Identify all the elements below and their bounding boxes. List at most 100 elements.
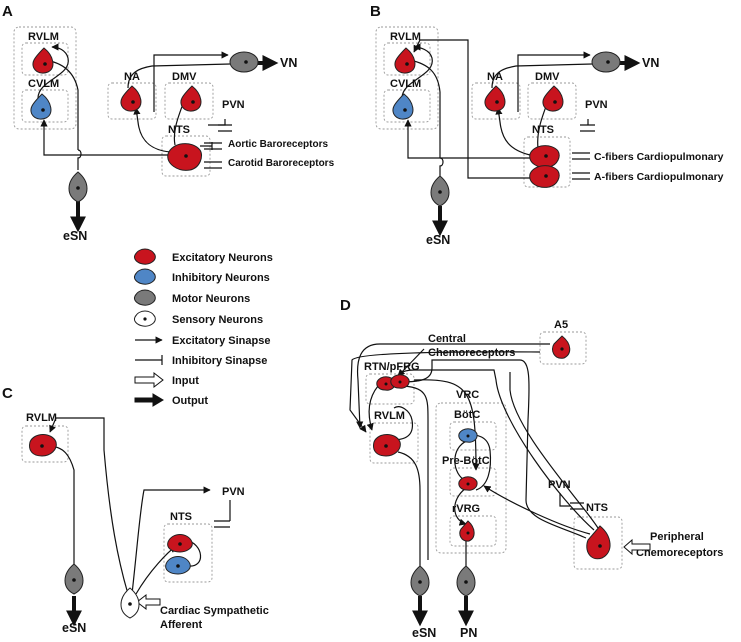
panel-d-rvlm-to-esn bbox=[397, 451, 421, 566]
legend-label-inhibitory-synapse: Inhibitory Sinapse bbox=[172, 355, 267, 367]
panel-a-cvlm-neuron bbox=[30, 93, 52, 120]
panel-d-rvlm-neuron bbox=[373, 434, 401, 457]
panel-d-prebotc-label: Pre-BötC bbox=[442, 455, 490, 467]
panel-d-prebotc-box bbox=[449, 467, 497, 497]
panel-d-rtn-to-rvlm bbox=[366, 385, 379, 431]
panel-a-esn-motor-neuron bbox=[68, 171, 88, 203]
panel-a-nts-neuron bbox=[167, 143, 203, 171]
panel-a-na-to-vn bbox=[127, 63, 231, 89]
panel-a-vlm-box bbox=[13, 26, 77, 130]
panel-d-pn-label: PN bbox=[460, 626, 477, 640]
panel-a-vn-motor-neuron bbox=[229, 51, 259, 73]
panel-d-pvn-input bbox=[559, 493, 570, 507]
panel-b-afibers-arrow bbox=[572, 172, 590, 180]
panel-d-label: D bbox=[340, 297, 351, 314]
panel-a-esn-label: eSN bbox=[63, 229, 87, 243]
legend-label-excitatory-synapse: Excitatory Sinapse bbox=[172, 335, 270, 347]
panel-d-nts-label: NTS bbox=[586, 502, 608, 514]
panel-a-aortic-arrow bbox=[204, 142, 222, 150]
panel-c-nts-box bbox=[163, 523, 213, 583]
input-arrow-icon bbox=[134, 371, 164, 389]
panel-b-rvlm-label: RVLM bbox=[390, 31, 421, 43]
panel-c-afferent-label-line1: Cardiac Sympathetic bbox=[160, 605, 269, 617]
legend-item-excitatory: Excitatory Neurons bbox=[134, 248, 273, 265]
legend: Excitatory Neurons Inhibitory Neurons Mo… bbox=[134, 248, 273, 407]
panel-d-peripheral-label-line1: Peripheral bbox=[650, 531, 704, 543]
inhibitory-synapse-icon bbox=[135, 355, 163, 365]
panel-d-rvrg-label: rVRG bbox=[452, 503, 480, 515]
panel-a-aortic-label: Aortic Baroreceptors bbox=[228, 139, 328, 150]
panel-d-rtn-to-prebotc bbox=[413, 379, 480, 471]
panel-b-vn-motor-neuron bbox=[591, 51, 621, 73]
panel-c-esn-label: eSN bbox=[62, 621, 86, 635]
panel-d-a5-box bbox=[539, 331, 587, 365]
panel-b-afibers-neuron bbox=[529, 165, 560, 188]
panel-d-rtn-neuron-2 bbox=[390, 374, 410, 389]
panel-b-na-neuron bbox=[484, 85, 506, 112]
panel-d-esn-motor-neuron bbox=[410, 565, 430, 597]
panel-b-esn-motor-neuron bbox=[430, 175, 450, 207]
panel-b: B RVLM CVLM NA DMV PVN NTS C-fibers Card… bbox=[370, 3, 724, 247]
panel-c-esn-motor-neuron bbox=[64, 563, 84, 595]
panel-a-na-neuron bbox=[120, 85, 142, 112]
panel-b-dmv-label: DMV bbox=[535, 71, 560, 83]
panel-d-botc-label: BötC bbox=[454, 409, 480, 421]
panel-a-rvlm-neuron bbox=[32, 47, 54, 74]
panel-c-rvlm-box bbox=[21, 425, 69, 463]
panel-d-peripheral-to-prebotc bbox=[483, 485, 591, 535]
panel-d-esn-label: eSN bbox=[412, 626, 436, 640]
panel-d-a5-label: A5 bbox=[554, 319, 568, 331]
panel-d-rvlm-loop bbox=[391, 406, 414, 441]
panel-b-nts-label: NTS bbox=[532, 124, 554, 136]
panel-c-rvlm-to-esn bbox=[47, 445, 75, 566]
panel-c-afferent-input-arrow bbox=[136, 593, 161, 611]
panel-b-cfibers-label: C-fibers Cardiopulmonary bbox=[594, 151, 724, 163]
panel-a-nts-to-na bbox=[133, 107, 171, 153]
panel-d-peripheral-neuron bbox=[586, 525, 611, 560]
panel-a-nts-to-cvlm bbox=[40, 119, 170, 156]
panel-b-nts-to-cvlm bbox=[404, 119, 530, 159]
panel-a-rvlm-label: RVLM bbox=[28, 31, 59, 43]
panel-a-pvn-input bbox=[208, 119, 226, 126]
panel-d-vrc-label: VRC bbox=[456, 389, 479, 401]
legend-item-output: Output bbox=[134, 393, 208, 407]
panel-c-pvn-arrow bbox=[214, 520, 230, 528]
panel-c-pvn-label: PVN bbox=[222, 486, 245, 498]
panel-d-prebotc-neuron bbox=[458, 476, 478, 491]
legend-label-input: Input bbox=[172, 375, 199, 387]
panel-c-afferent-to-rvlm bbox=[49, 417, 129, 595]
panel-b-cfibers-neuron bbox=[529, 145, 560, 168]
panel-d-rvrg-neuron bbox=[459, 520, 475, 542]
panel-c-afferent-sensory-neuron bbox=[120, 587, 140, 619]
panel-b-afibers-label: A-fibers Cardiopulmonary bbox=[594, 171, 724, 183]
panel-d-pvn-label: PVN bbox=[548, 479, 571, 491]
panel-d-rtn-label: RTN/pFRG bbox=[364, 361, 420, 373]
panel-c-nts-label: NTS bbox=[170, 511, 192, 523]
panel-c-rvlm-neuron bbox=[29, 434, 57, 457]
legend-item-motor: Motor Neurons bbox=[134, 289, 250, 306]
panel-a-carotid-label: Carotid Baroreceptors bbox=[228, 158, 335, 169]
legend-item-excitatory-synapse: Excitatory Sinapse bbox=[135, 335, 270, 347]
panel-d-prebotc-to-rvrg bbox=[454, 487, 467, 526]
panel-c: C RVLM PVN NTS Cardiac Sympathetic Affer… bbox=[2, 385, 269, 635]
legend-item-input: Input bbox=[134, 371, 199, 389]
panel-a-nts-box bbox=[161, 135, 211, 177]
legend-label-motor: Motor Neurons bbox=[172, 293, 250, 305]
legend-item-inhibitory-synapse: Inhibitory Sinapse bbox=[135, 355, 267, 367]
legend-item-inhibitory: Inhibitory Neurons bbox=[134, 268, 270, 285]
legend-label-sensory: Sensory Neurons bbox=[172, 314, 263, 326]
panel-b-rvlm-neuron bbox=[394, 47, 416, 74]
inhibitory-neuron-icon bbox=[134, 268, 156, 285]
panel-c-nts-inhibitory-neuron bbox=[165, 556, 191, 575]
panel-b-rvlm-box bbox=[383, 42, 431, 76]
panel-d-rtn-loop-a bbox=[399, 359, 587, 539]
panel-d-rvlm-box bbox=[369, 422, 419, 464]
legend-item-sensory: Sensory Neurons bbox=[134, 310, 263, 327]
panel-b-label: B bbox=[370, 3, 381, 20]
panel-b-pvn-arrow bbox=[580, 124, 595, 132]
panel-b-cvlm-to-rvlm bbox=[401, 43, 433, 99]
panel-a-carotid-arrow bbox=[204, 161, 222, 169]
excitatory-neuron-icon bbox=[134, 248, 156, 265]
panel-d-pvn-arrow bbox=[570, 502, 584, 510]
